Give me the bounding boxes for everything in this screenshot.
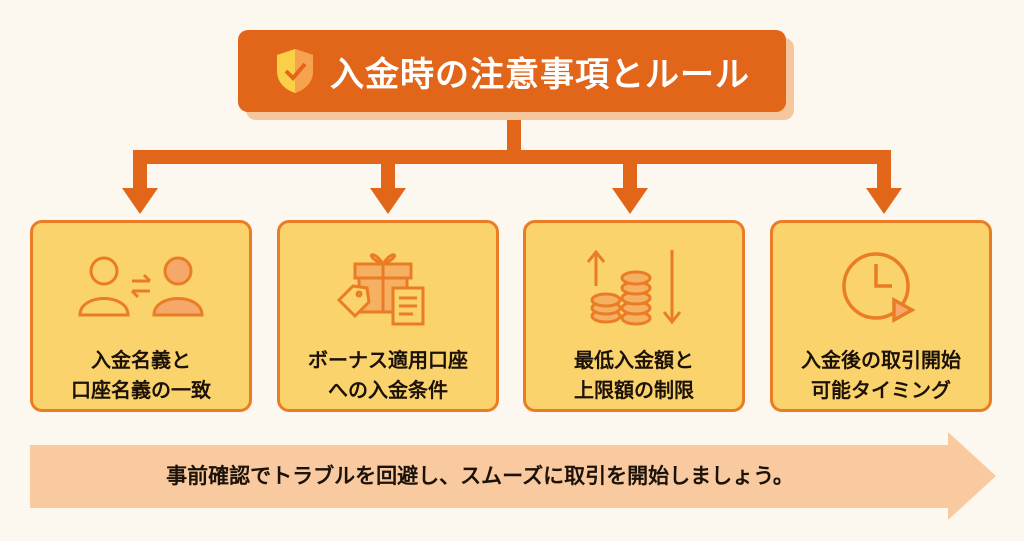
card-label-line1: ボーナス適用口座	[308, 348, 468, 372]
title-box: 入金時の注意事項とルール	[238, 30, 786, 112]
card-name-match: 入金名義と口座名義の一致	[30, 220, 252, 412]
page-title: 入金時の注意事項とルール	[330, 54, 750, 95]
card-label-line2: 口座名義の一致	[71, 378, 211, 402]
card-label-line2: 可能タイミング	[811, 378, 951, 402]
banner-arrow	[30, 432, 996, 520]
card-label-line1: 入金名義と	[91, 348, 191, 372]
card-label-line1: 最低入金額と	[574, 348, 694, 372]
card-label-line2: 上限額の制限	[574, 378, 694, 402]
coins-up-down-icon	[586, 249, 682, 326]
clock-play-icon	[842, 252, 916, 323]
card-deposit-limits: 最低入金額と上限額の制限	[523, 220, 745, 412]
shield-check-icon	[277, 49, 313, 93]
gift-bonus-icon	[336, 253, 425, 326]
card-label-line1: 入金後の取引開始	[801, 348, 961, 372]
card-trading-timing: 入金後の取引開始可能タイミング	[770, 220, 992, 412]
user-exchange-icon	[78, 256, 204, 317]
card-label-line2: への入金条件	[328, 378, 448, 402]
summary-banner: 事前確認でトラブルを回避し、スムーズに取引を開始しましょう。	[166, 464, 794, 488]
card-bonus-condition: ボーナス適用口座への入金条件	[277, 220, 499, 412]
